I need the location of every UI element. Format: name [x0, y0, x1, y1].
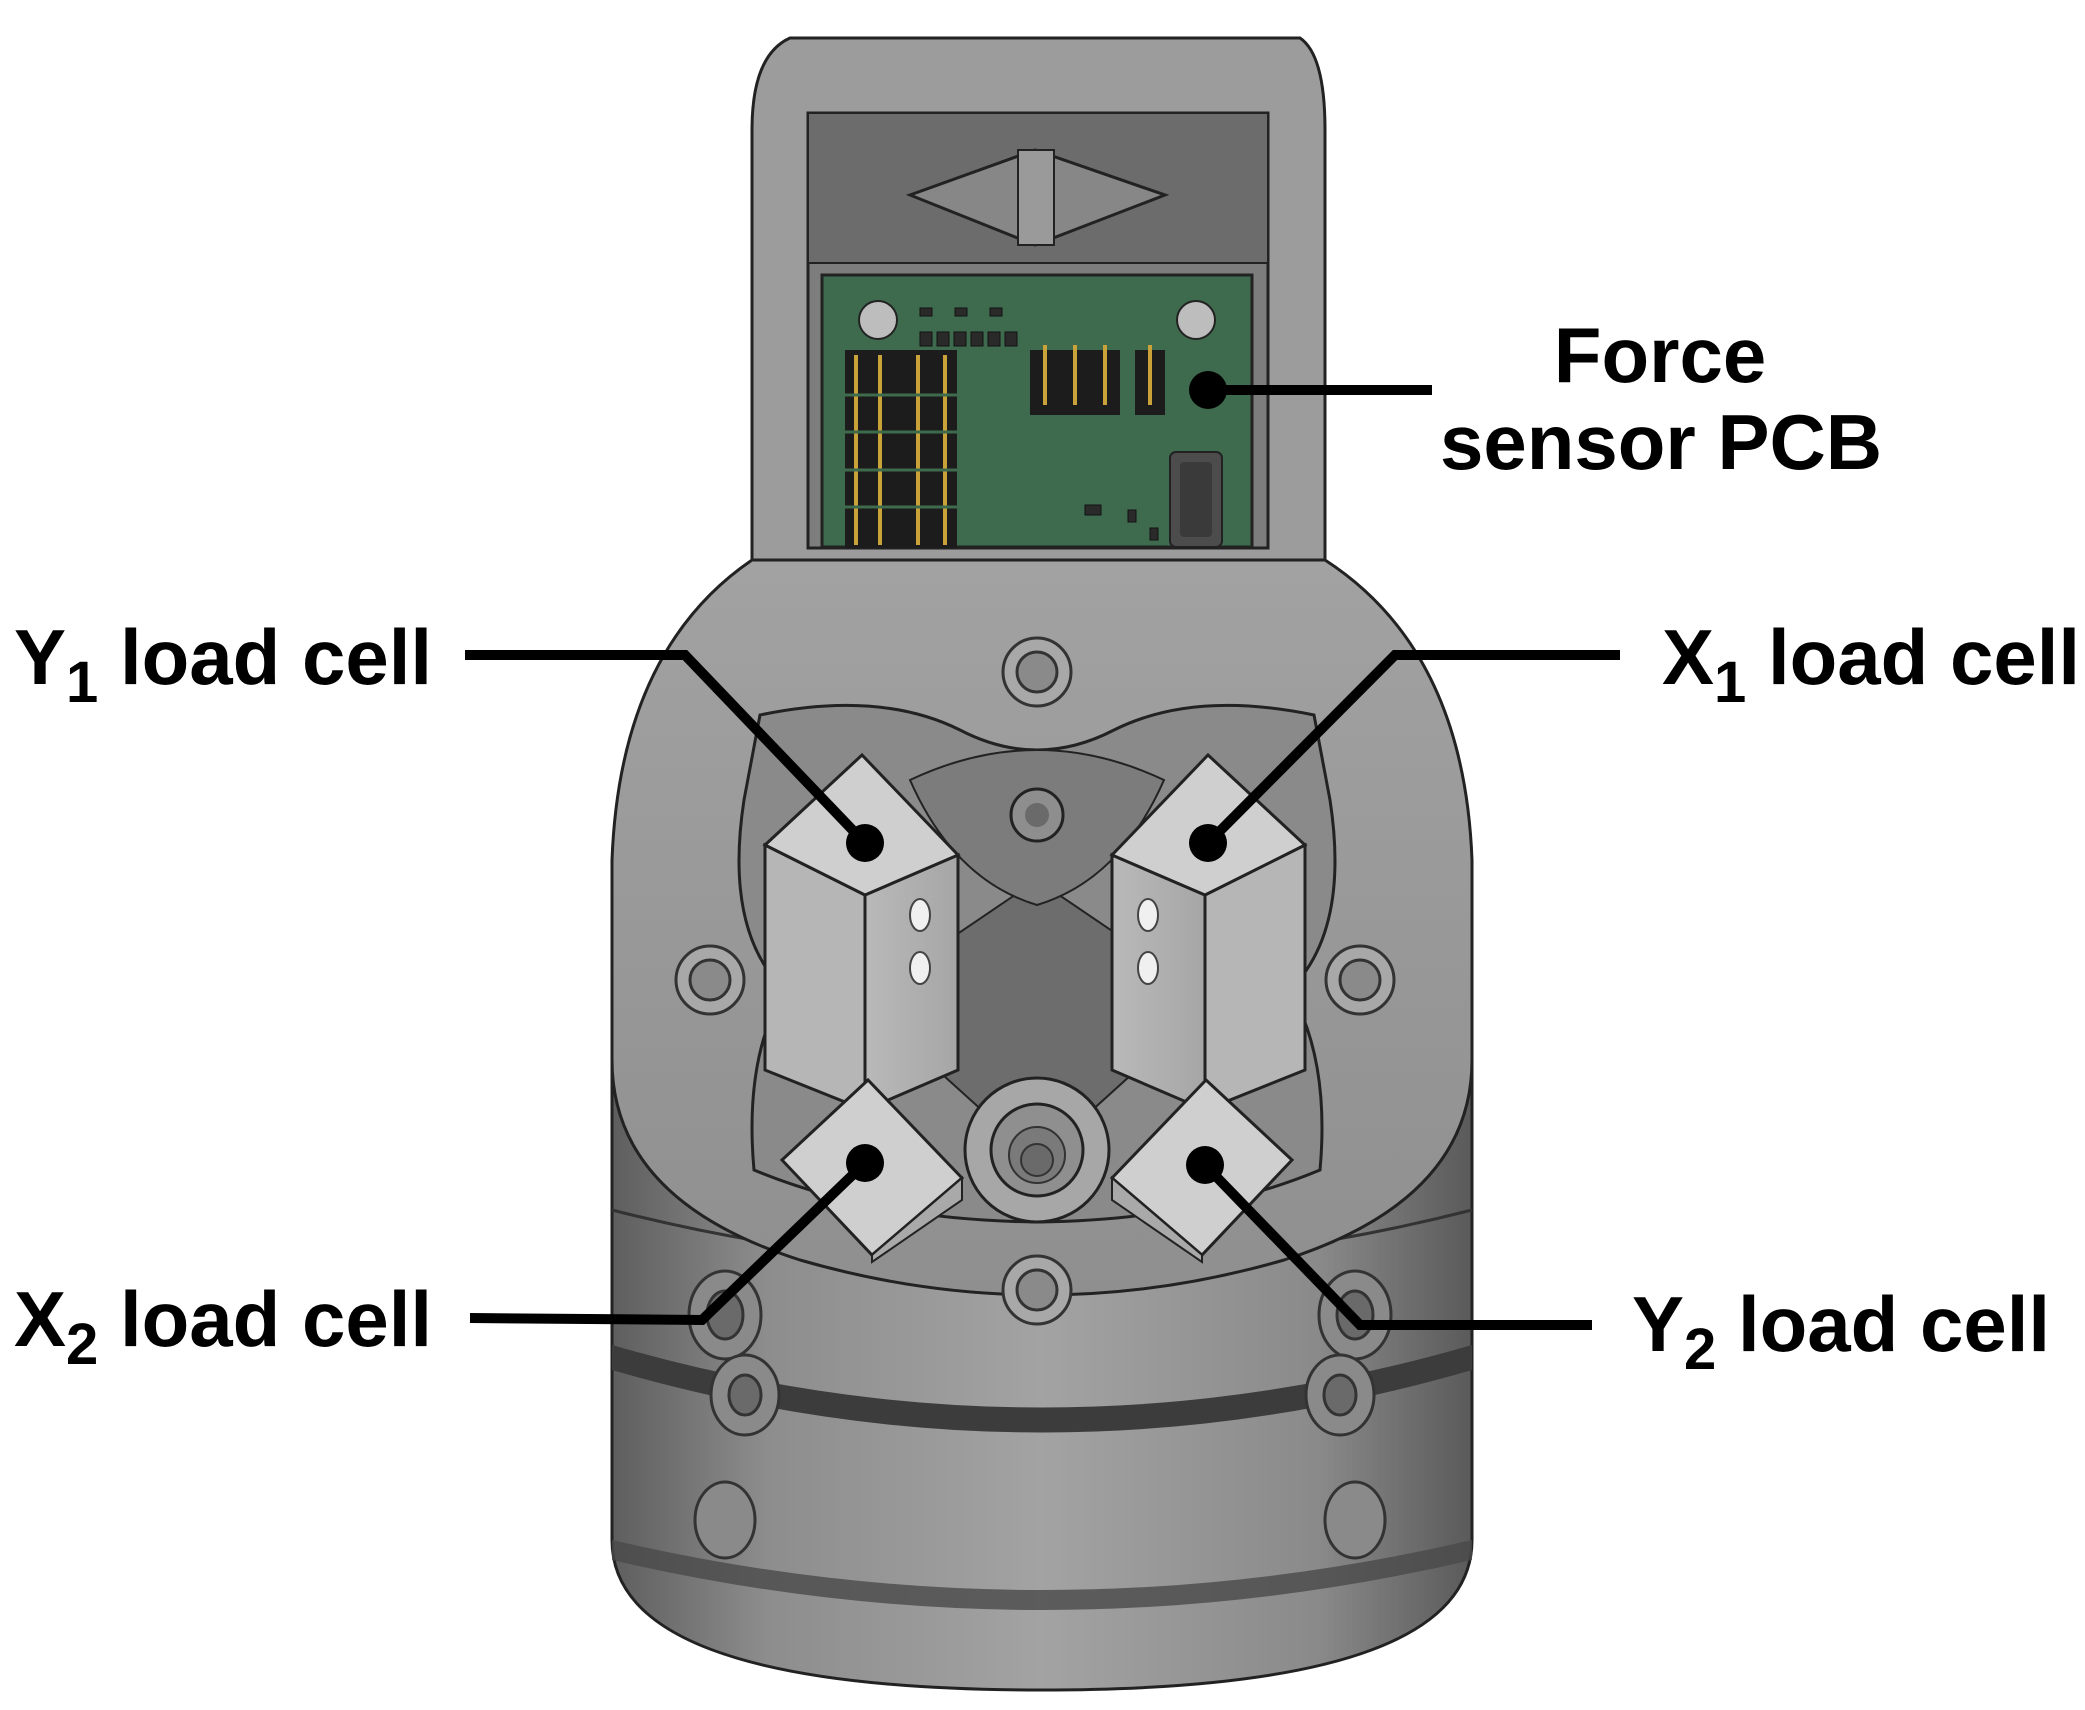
- leader-dot-x2: [846, 1144, 884, 1182]
- force-sensor-pcb: [820, 273, 1254, 549]
- label-y1-load-cell: Y1 load cell: [14, 618, 432, 712]
- label-y2-text: load cell: [1737, 1280, 2051, 1368]
- label-y2-subscript: 2: [1684, 1317, 1717, 1382]
- leader-line-x1: [1204, 650, 1620, 847]
- label-x2-load-cell: X2 load cell: [14, 1280, 432, 1374]
- label-x2-subscript: 2: [66, 1312, 99, 1377]
- leader-dots: [846, 371, 1227, 1184]
- label-x1-subscript: 1: [1714, 650, 1747, 715]
- leader-dot-pcb: [1189, 371, 1227, 409]
- label-x1-text: load cell: [1767, 613, 2081, 701]
- leader-line-y2: [1201, 1161, 1592, 1330]
- label-y2-load-cell: Y2 load cell: [1632, 1285, 2050, 1379]
- label-force-sensor-pcb: Force sensor PCB: [1440, 311, 1883, 487]
- leader-dot-y2: [1186, 1146, 1224, 1184]
- leader-lines: [465, 385, 1620, 1330]
- leader-line-x2: [469, 1159, 869, 1326]
- label-x2-letter: X: [14, 1275, 67, 1363]
- leader-dot-x1: [1189, 824, 1227, 862]
- load-cell-y1: [762, 752, 961, 1113]
- label-x2-text: load cell: [119, 1275, 433, 1363]
- label-force-sensor-pcb-line2: sensor PCB: [1440, 398, 1883, 487]
- label-y1-subscript: 1: [66, 650, 99, 715]
- label-y1-letter: Y: [14, 613, 67, 701]
- label-y1-text: load cell: [119, 613, 433, 701]
- label-y2-letter: Y: [1632, 1280, 1685, 1368]
- label-x1-letter: X: [1662, 613, 1715, 701]
- label-force-sensor-pcb-line1: Force: [1553, 311, 1767, 399]
- label-x1-load-cell: X1 load cell: [1662, 618, 2080, 712]
- leader-line-y1: [465, 650, 869, 847]
- leader-dot-y1: [846, 824, 884, 862]
